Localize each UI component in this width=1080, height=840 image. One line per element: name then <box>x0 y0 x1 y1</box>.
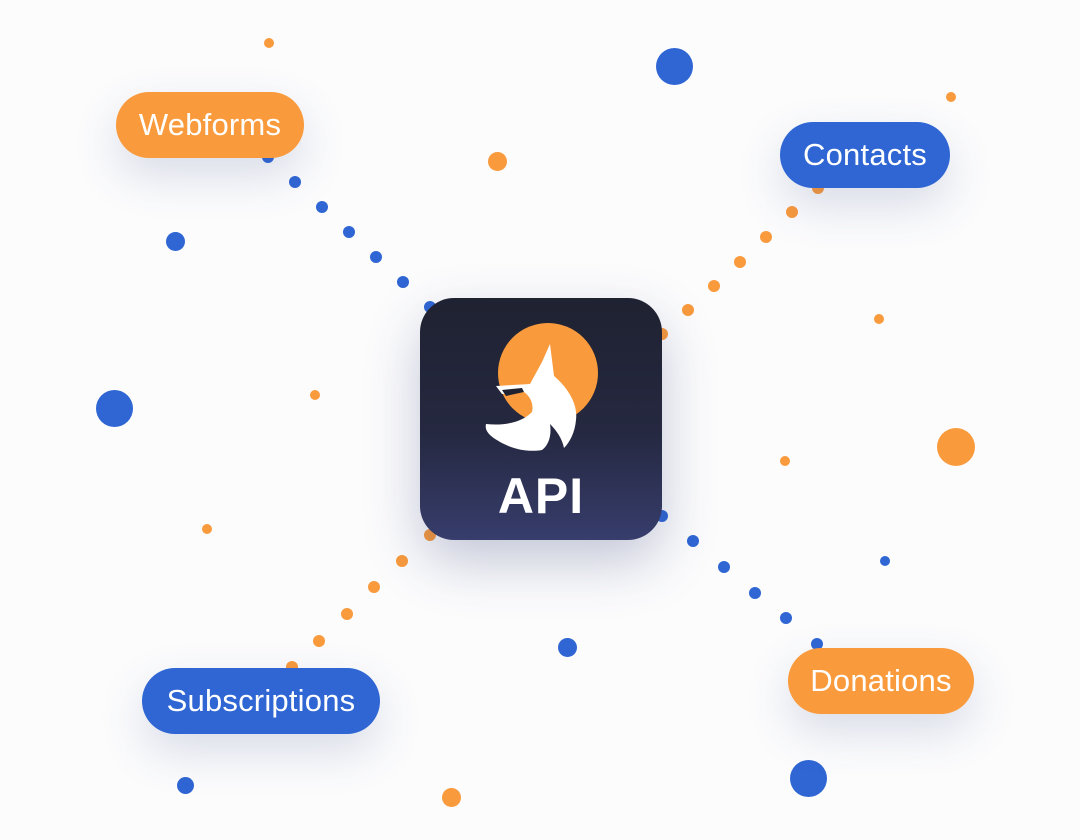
node-contacts: Contacts <box>780 122 950 188</box>
connector-dot <box>811 638 823 650</box>
connector-dot <box>316 201 328 213</box>
connector-dot <box>682 304 694 316</box>
connector-dot <box>708 280 720 292</box>
decorative-dot <box>558 638 577 657</box>
connector-dot <box>289 176 301 188</box>
node-webforms: Webforms <box>116 92 304 158</box>
decorative-dot <box>166 232 185 251</box>
decorative-dot <box>790 760 827 797</box>
connector-dot <box>341 608 353 620</box>
connector-dot <box>718 561 730 573</box>
connector-dot <box>313 635 325 647</box>
api-card: API <box>420 298 662 540</box>
decorative-dot <box>874 314 884 324</box>
decorative-dot <box>264 38 274 48</box>
connector-dot <box>396 555 408 567</box>
decorative-dot <box>488 152 507 171</box>
decorative-dot <box>880 556 890 566</box>
node-donations: Donations <box>788 648 974 714</box>
decorative-dot <box>946 92 956 102</box>
decorative-dot <box>310 390 320 400</box>
connector-dot <box>370 251 382 263</box>
decorative-dot <box>656 48 693 85</box>
connector-dot <box>734 256 746 268</box>
connector-dot <box>749 587 761 599</box>
decorative-dot <box>780 456 790 466</box>
decorative-dot <box>96 390 133 427</box>
decorative-dot <box>202 524 212 534</box>
node-subscriptions: Subscriptions <box>142 668 380 734</box>
decorative-dot <box>177 777 194 794</box>
fox-logo-icon <box>485 323 598 451</box>
connector-dot <box>343 226 355 238</box>
api-label: API <box>497 468 585 524</box>
connector-dot <box>760 231 772 243</box>
connector-dot <box>780 612 792 624</box>
decorative-dot <box>937 428 975 466</box>
connector-dot <box>397 276 409 288</box>
connector-dot <box>786 206 798 218</box>
decorative-dot <box>442 788 461 807</box>
connector-dot <box>687 535 699 547</box>
connector-dot <box>368 581 380 593</box>
